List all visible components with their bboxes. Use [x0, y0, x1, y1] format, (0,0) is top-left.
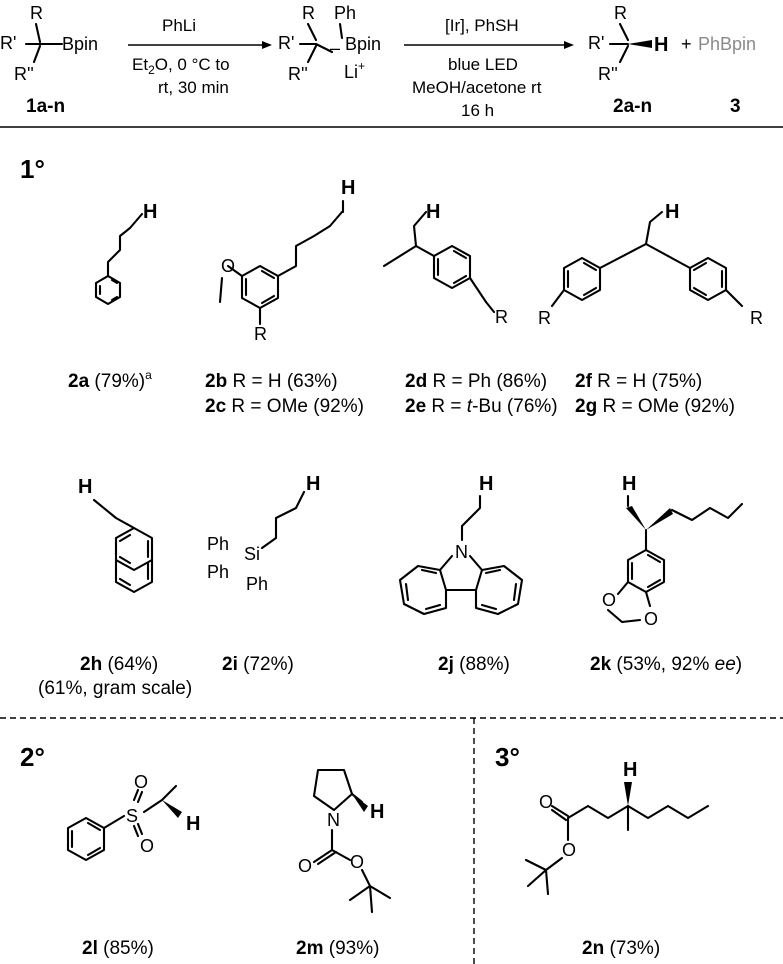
atom-ph: Ph	[246, 574, 268, 594]
label-2a: 2a (79%)a	[68, 368, 152, 392]
atom-o: O	[221, 256, 235, 276]
atom-r: R	[538, 308, 551, 328]
atom-si: Si	[244, 544, 260, 564]
reactant-label: 1a-n	[26, 96, 65, 117]
atom-o: O	[298, 856, 312, 876]
atom-ph: Ph	[207, 562, 229, 582]
label-2l: 2l (85%)	[82, 938, 154, 959]
primary-heading: 1°	[20, 154, 45, 184]
step1-arrow: PhLi Et2O, 0 °C to rt, 30 min	[128, 16, 272, 97]
intermediate-structure: R R' R'' Ph – Bpin Li+	[278, 3, 381, 84]
atom-o: O	[350, 852, 364, 872]
note-2h: (61%, gram scale)	[38, 678, 192, 699]
reactant-r: R	[30, 3, 43, 23]
atom-ph: Ph	[207, 534, 229, 554]
atom-r: R	[254, 324, 267, 344]
prod-r-prime: R'	[588, 33, 604, 53]
label-2n: 2n (73%)	[582, 938, 660, 959]
structure-2fg: H R R 2f R = H (75%) 2g R = OMe (92%)	[538, 201, 763, 417]
atom-o: O	[140, 836, 154, 856]
structure-2a: H 2a (79%)a	[68, 201, 157, 392]
label-2d: 2d R = Ph (86%)	[405, 371, 547, 392]
step1-reagent: PhLi	[162, 16, 196, 35]
atom-r: R	[495, 307, 508, 327]
label-2e: 2e R = t-Bu (76%)	[405, 396, 558, 417]
atom-n: N	[327, 810, 340, 830]
label-2h: 2h (64%)	[80, 654, 158, 675]
int-li: Li+	[344, 59, 365, 82]
label-2b: 2b R = H (63%)	[205, 371, 338, 392]
step2-cond-line1: blue LED	[448, 55, 518, 74]
product-structure: R R' R'' H + PhBpin 2a-n 3	[588, 3, 756, 117]
atom-h: H	[143, 201, 157, 223]
step2-reagent: [Ir], PhSH	[445, 16, 519, 35]
int-bpin: Bpin	[345, 34, 381, 54]
atom-o: O	[644, 609, 658, 629]
reactant-bpin: Bpin	[62, 34, 98, 54]
label-2f: 2f R = H (75%)	[575, 371, 702, 392]
step1-cond-line2: rt, 30 min	[158, 78, 229, 97]
int-r: R	[302, 3, 315, 23]
int-ph: Ph	[334, 3, 356, 23]
prod-phbpin: PhBpin	[698, 34, 756, 54]
atom-h: H	[622, 473, 636, 495]
structure-2l: S O O H 2l (85%)	[66, 772, 200, 959]
structure-2i: Si Ph Ph Ph H 2i (72%)	[207, 473, 320, 675]
atom-h: H	[479, 473, 493, 495]
reactant-r-double-prime: R''	[14, 64, 34, 84]
atom-o: O	[602, 590, 616, 610]
atom-h: H	[186, 813, 200, 835]
structure-2k: H O O 2k (53%, 92% ee)	[590, 473, 744, 675]
structure-2bc: H O R 2b R = H (63%) 2c R = OMe (92%)	[205, 177, 364, 417]
tertiary-heading: 3°	[495, 742, 520, 772]
atom-h: H	[370, 801, 384, 823]
atom-h: H	[665, 201, 679, 223]
atom-r: R	[750, 308, 763, 328]
int-minus: –	[330, 38, 340, 58]
structure-2de: H R 2d R = Ph (86%) 2e R = t-Bu (76%)	[382, 201, 558, 417]
structure-2m: N H O O 2m (93%)	[296, 768, 392, 959]
atom-n: N	[455, 542, 468, 562]
label-2i: 2i (72%)	[222, 654, 294, 675]
prod-plus: +	[681, 34, 692, 54]
int-r-double-prime: R''	[288, 64, 308, 84]
atom-h: H	[306, 473, 320, 495]
prod-r: R	[614, 3, 627, 23]
atom-o: O	[562, 840, 576, 860]
step2-cond-line3: 16 h	[461, 101, 494, 120]
structure-2n: O H O 2n (73%)	[524, 759, 710, 959]
label-2c: 2c R = OMe (92%)	[205, 396, 364, 417]
structure-2h: H 2h (64%) (61%, gram scale)	[38, 476, 192, 699]
structure-2j: N H 2j (88%)	[398, 473, 524, 675]
prod-h: H	[654, 34, 668, 56]
reactant-structure: R R' R'' Bpin 1a-n	[0, 3, 98, 117]
atom-o: O	[539, 792, 553, 812]
atom-s: S	[126, 806, 138, 826]
step2-arrow: [Ir], PhSH blue LED MeOH/acetone rt 16 h	[404, 16, 574, 120]
secondary-heading: 2°	[20, 742, 45, 772]
label-2m: 2m (93%)	[296, 938, 379, 959]
byproduct-label: 3	[730, 96, 741, 117]
int-r-prime: R'	[278, 33, 294, 53]
reactant-r-prime: R'	[0, 33, 16, 53]
prod-r-double-prime: R''	[598, 64, 618, 84]
step1-cond-line1: Et2O, 0 °C to	[132, 55, 230, 77]
atom-h: H	[623, 759, 637, 781]
label-2j: 2j (88%)	[438, 654, 510, 675]
step2-cond-line2: MeOH/acetone rt	[412, 78, 542, 97]
atom-o: O	[134, 772, 148, 792]
product-label: 2a-n	[613, 96, 652, 117]
atom-h: H	[341, 177, 355, 199]
atom-h: H	[78, 476, 92, 498]
label-2g: 2g R = OMe (92%)	[575, 396, 735, 417]
atom-h: H	[426, 201, 440, 223]
label-2k: 2k (53%, 92% ee)	[590, 654, 742, 675]
